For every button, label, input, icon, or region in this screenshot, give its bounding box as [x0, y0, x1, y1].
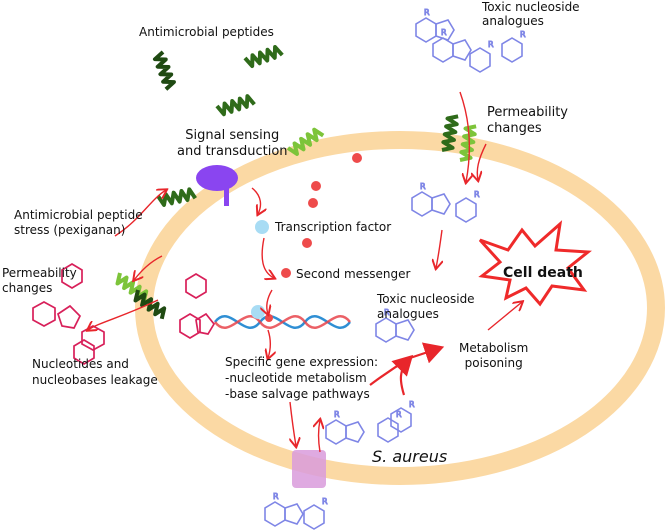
analogue-molecule [264, 491, 304, 527]
nucleotide-ring [195, 312, 216, 335]
nucleotide-ring [73, 339, 95, 365]
analogue-molecule [303, 496, 329, 530]
nucleotide-ring [185, 273, 207, 299]
bound-second-messenger [265, 314, 273, 322]
arrow [487, 302, 522, 331]
arrow [267, 289, 273, 314]
peptide-helix [215, 92, 257, 118]
arrow [459, 91, 469, 182]
nucleotide-ring [32, 301, 56, 327]
arrow [88, 299, 159, 330]
label-second-messenger: Second messenger [296, 267, 411, 281]
nucleotide-ring [61, 263, 83, 289]
second-messenger-dot [281, 268, 291, 278]
arrow [268, 329, 270, 358]
label-transcription-factor: Transcription factor [275, 220, 392, 234]
arrow [114, 190, 166, 237]
label-signal-sensing: Signal sensing and transduction [177, 128, 288, 159]
membrane-receptor [196, 165, 238, 191]
analogue-molecule [469, 39, 495, 73]
analogue-molecule [390, 399, 416, 433]
arrow [319, 420, 321, 453]
metabolism-arrow [369, 342, 445, 386]
bound-transcription-factor [251, 305, 265, 319]
arrow [261, 237, 274, 278]
analogue-molecule [415, 7, 455, 43]
second-messenger-dot [308, 198, 318, 208]
metabolism-arrow [391, 354, 414, 396]
arrow [477, 143, 487, 180]
second-messenger-dot [302, 238, 312, 248]
analogue-molecule [377, 409, 403, 443]
nucleotide-ring [179, 313, 201, 339]
nucleotide-ring [81, 325, 105, 351]
analogue-molecule [455, 189, 481, 223]
analogue-molecule [501, 29, 527, 63]
label-specific-gene-expression: Specific gene expression: -nucleotide me… [225, 355, 379, 401]
label-nucleotides-leakage: Nucleotides and nucleobases leakage [32, 357, 158, 387]
label-organism: S. aureus [372, 447, 448, 466]
analogue-molecule [325, 409, 365, 445]
membrane-transporter [292, 450, 326, 488]
peptide-helix [243, 43, 285, 70]
second-messenger-dot [311, 181, 321, 191]
label-cell-death: Cell death [503, 265, 583, 281]
analogue-molecule [411, 181, 451, 217]
arrow [251, 187, 260, 214]
label-permeability-changes-right: Permeability changes [487, 105, 568, 136]
label-metabolism-poisoning: Metabolism poisoning [459, 341, 529, 370]
second-messenger-dot [352, 153, 362, 163]
label-antimicrobial-peptides: Antimicrobial peptides [139, 25, 274, 39]
receptor-stalk [224, 186, 229, 206]
label-toxic-nucleoside-analogues-inner: Toxic nucleoside analogues [377, 292, 475, 321]
cell-death-burst [478, 220, 592, 307]
arrow [290, 401, 296, 446]
label-permeability-changes-left: Permeability changes [2, 266, 77, 295]
label-antimicrobial-peptide-stress: Antimicrobial peptide stress (pexiganan) [14, 208, 143, 237]
arrow [436, 229, 442, 268]
arrow [134, 255, 163, 280]
transcription-factor-dot [255, 220, 269, 234]
peptide-helix [151, 50, 178, 92]
dna-helix [214, 315, 351, 329]
nucleotide-ring [56, 304, 82, 329]
label-toxic-nucleoside-analogues-top: Toxic nucleoside analogues [482, 0, 580, 28]
cell-membrane [135, 131, 665, 485]
